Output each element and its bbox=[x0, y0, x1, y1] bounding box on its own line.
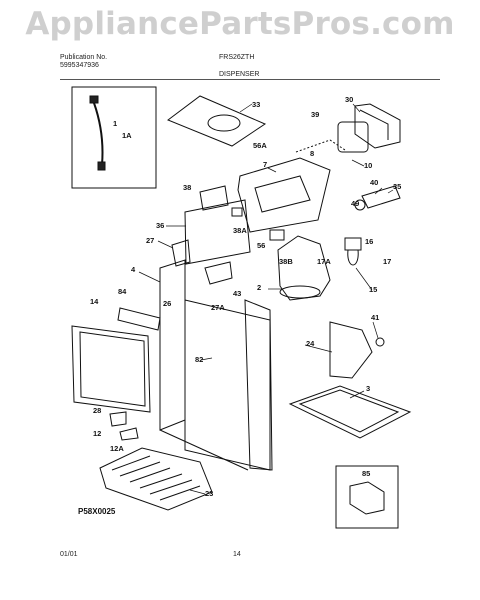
callout-38a: 38A bbox=[233, 226, 247, 235]
part-28 bbox=[109, 411, 127, 427]
panel-14-inner bbox=[79, 331, 146, 407]
tube-fitting-bottom bbox=[97, 161, 106, 171]
callout-85: 85 bbox=[362, 469, 370, 478]
callout-17: 17 bbox=[383, 257, 391, 266]
callout-16: 16 bbox=[365, 237, 373, 246]
solenoid-35-end bbox=[354, 199, 366, 211]
bracket-30 bbox=[337, 121, 369, 153]
strip-84 bbox=[117, 307, 161, 331]
part-12 bbox=[119, 427, 139, 441]
callout-24: 24 bbox=[306, 339, 315, 348]
callout-labels: 1 1A 33 30 39 56A 7 8 10 40 35 49 38 36 … bbox=[90, 95, 401, 498]
leader-lines bbox=[138, 103, 394, 495]
upper-housing-8-inner bbox=[254, 175, 311, 213]
callout-3: 3 bbox=[366, 384, 370, 393]
tube-fitting-top bbox=[89, 95, 99, 104]
callout-49: 49 bbox=[351, 199, 359, 208]
switch-56A bbox=[231, 207, 243, 217]
callout-8: 8 bbox=[310, 149, 314, 158]
publication-number: 5995347936 bbox=[60, 62, 99, 69]
switch-56 bbox=[269, 229, 285, 241]
tube-part bbox=[93, 102, 104, 166]
tray-3 bbox=[288, 385, 412, 439]
publication-label: Publication No. bbox=[60, 54, 108, 61]
callout-10: 10 bbox=[364, 161, 372, 170]
upper-housing-8 bbox=[237, 157, 331, 233]
frame-back bbox=[184, 299, 271, 471]
spring-41 bbox=[375, 337, 385, 347]
frame-right bbox=[244, 299, 273, 471]
solenoid-35 bbox=[361, 185, 401, 209]
callout-56a: 56A bbox=[253, 141, 267, 150]
panel-33-opening bbox=[207, 114, 241, 132]
section-title: DISPENSER bbox=[219, 71, 260, 78]
cover-30-rib bbox=[359, 109, 389, 140]
footer-date: 01/01 bbox=[60, 551, 78, 558]
callout-27: 27 bbox=[146, 236, 154, 245]
panel-33 bbox=[166, 95, 267, 147]
callout-28: 28 bbox=[93, 406, 101, 415]
lamp-socket-16 bbox=[344, 237, 362, 251]
header-rule bbox=[60, 79, 440, 80]
control-panel-36 bbox=[184, 199, 251, 265]
lamp-15 bbox=[347, 249, 359, 266]
callout-39: 39 bbox=[311, 110, 319, 119]
bracket-27 bbox=[171, 239, 191, 267]
callout-30: 30 bbox=[345, 95, 353, 104]
callout-43: 43 bbox=[233, 289, 241, 298]
callout-84: 84 bbox=[118, 287, 127, 296]
callout-33: 33 bbox=[252, 100, 260, 109]
page-number: 14 bbox=[233, 551, 241, 558]
callout-40: 40 bbox=[370, 178, 378, 187]
callout-15: 15 bbox=[369, 285, 377, 294]
inset-85-box bbox=[335, 465, 399, 529]
tray-3-inner bbox=[298, 389, 400, 433]
callout-41: 41 bbox=[371, 313, 379, 322]
callout-12: 12 bbox=[93, 429, 101, 438]
callout-4: 4 bbox=[131, 265, 136, 274]
model-number: FRS26ZTH bbox=[219, 54, 255, 61]
panel-14 bbox=[71, 325, 151, 413]
callout-14: 14 bbox=[90, 297, 99, 306]
watermark: AppliancePartsPros.com bbox=[25, 6, 455, 42]
frame-side-4 bbox=[159, 259, 186, 431]
chute-2 bbox=[277, 235, 331, 301]
callout-17a: 17A bbox=[317, 257, 331, 266]
cover-30 bbox=[354, 103, 401, 149]
callout-2: 2 bbox=[257, 283, 261, 292]
callout-23: 23 bbox=[205, 489, 213, 498]
grille-23-ribs bbox=[111, 455, 201, 501]
diagram-code: P58X0025 bbox=[78, 507, 116, 516]
leader-39 bbox=[295, 139, 346, 153]
grille-23 bbox=[99, 447, 213, 511]
callout-1: 1 bbox=[113, 119, 117, 128]
callout-38b: 38B bbox=[279, 257, 293, 266]
callout-36: 36 bbox=[156, 221, 164, 230]
callout-56: 56 bbox=[257, 241, 265, 250]
inset-box bbox=[71, 86, 157, 189]
chute-2-rim bbox=[279, 285, 321, 299]
switch-38 bbox=[199, 185, 229, 211]
arm-24 bbox=[329, 321, 373, 379]
callout-35: 35 bbox=[393, 182, 401, 191]
frame-bottom-edge bbox=[159, 429, 249, 471]
callout-1a: 1A bbox=[122, 131, 132, 140]
module-85 bbox=[349, 481, 385, 515]
lever-27A bbox=[204, 261, 233, 285]
callout-7: 7 bbox=[263, 160, 267, 169]
callout-38: 38 bbox=[183, 183, 191, 192]
callout-27a: 27A bbox=[211, 303, 225, 312]
callout-26: 26 bbox=[163, 299, 171, 308]
callout-82: 82 bbox=[195, 355, 203, 364]
callout-12a: 12A bbox=[110, 444, 124, 453]
